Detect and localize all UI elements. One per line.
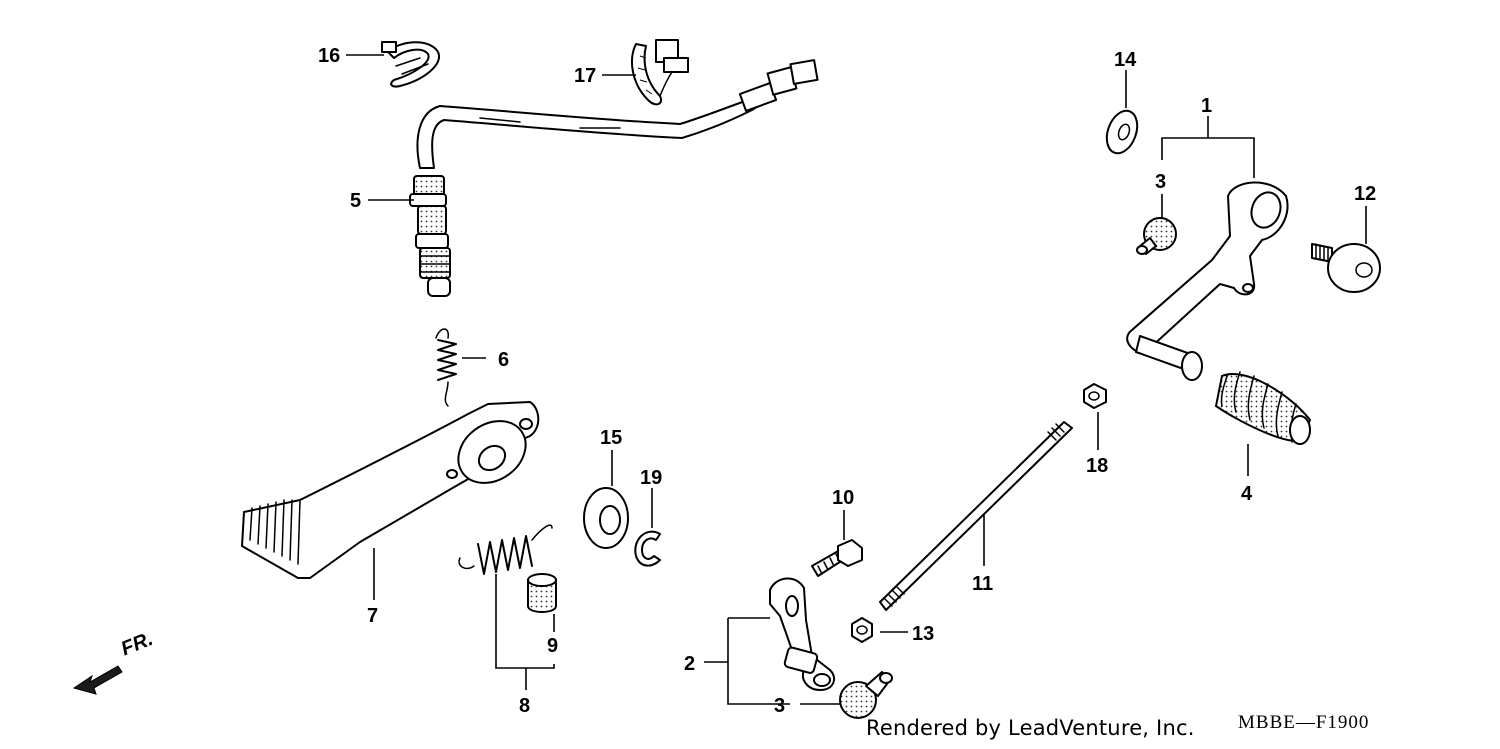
callout-10: 10 — [832, 487, 854, 509]
part-10-bolt — [811, 539, 863, 577]
front-direction-arrow — [72, 665, 123, 695]
callout-2: 2 — [684, 653, 695, 675]
diagram-code: MBBE—F1900 — [1238, 712, 1370, 733]
part-9-collar — [527, 573, 557, 613]
part-5-switch-harness — [409, 59, 819, 297]
callout-6: 6 — [498, 349, 509, 371]
callout-5: 5 — [350, 190, 361, 212]
part-14-washer — [1105, 109, 1139, 155]
part-17-band — [631, 39, 689, 106]
part-7-brake-pedal — [241, 401, 540, 579]
callout-4: 4 — [1241, 483, 1253, 505]
callout-7: 7 — [367, 605, 378, 627]
render-credit: Rendered by LeadVenture, Inc. — [866, 716, 1195, 740]
part-3-ball-joint-upper — [1136, 217, 1177, 255]
callout-9: 9 — [547, 635, 558, 657]
callout-17: 17 — [574, 65, 596, 87]
part-12-shoulder-bolt — [1311, 243, 1381, 293]
part-1-shift-pedal — [1126, 181, 1289, 381]
callout-labels: 16 17 5 6 7 8 9 15 19 10 11 2 3 13 18 14… — [318, 45, 1376, 717]
part-4-rubber — [1214, 371, 1312, 445]
callout-11: 11 — [972, 573, 993, 595]
callout-8: 8 — [519, 695, 530, 717]
part-16-clip — [381, 41, 441, 88]
callout-3-upper: 3 — [1155, 171, 1166, 193]
callout-15: 15 — [600, 427, 622, 449]
part-8-spring — [458, 524, 553, 575]
callout-1: 1 — [1201, 95, 1212, 117]
part-2-shift-arm — [769, 577, 836, 691]
callout-19: 19 — [640, 467, 662, 489]
callout-3-lower: 3 — [774, 695, 785, 717]
callout-12: 12 — [1354, 183, 1376, 205]
callout-13: 13 — [912, 623, 934, 645]
callout-16: 16 — [318, 45, 340, 67]
part-19-snap-ring — [634, 530, 661, 567]
callout-14: 14 — [1114, 49, 1137, 71]
callout-18: 18 — [1086, 455, 1108, 477]
part-3-ball-joint-lower — [839, 671, 893, 719]
part-11-tie-rod — [879, 421, 1073, 611]
part-18-nut — [1083, 383, 1107, 409]
leader-lines — [346, 54, 1367, 705]
part-15-washer — [583, 487, 629, 549]
part-13-nut — [851, 617, 873, 643]
part-6-spring — [435, 328, 457, 407]
